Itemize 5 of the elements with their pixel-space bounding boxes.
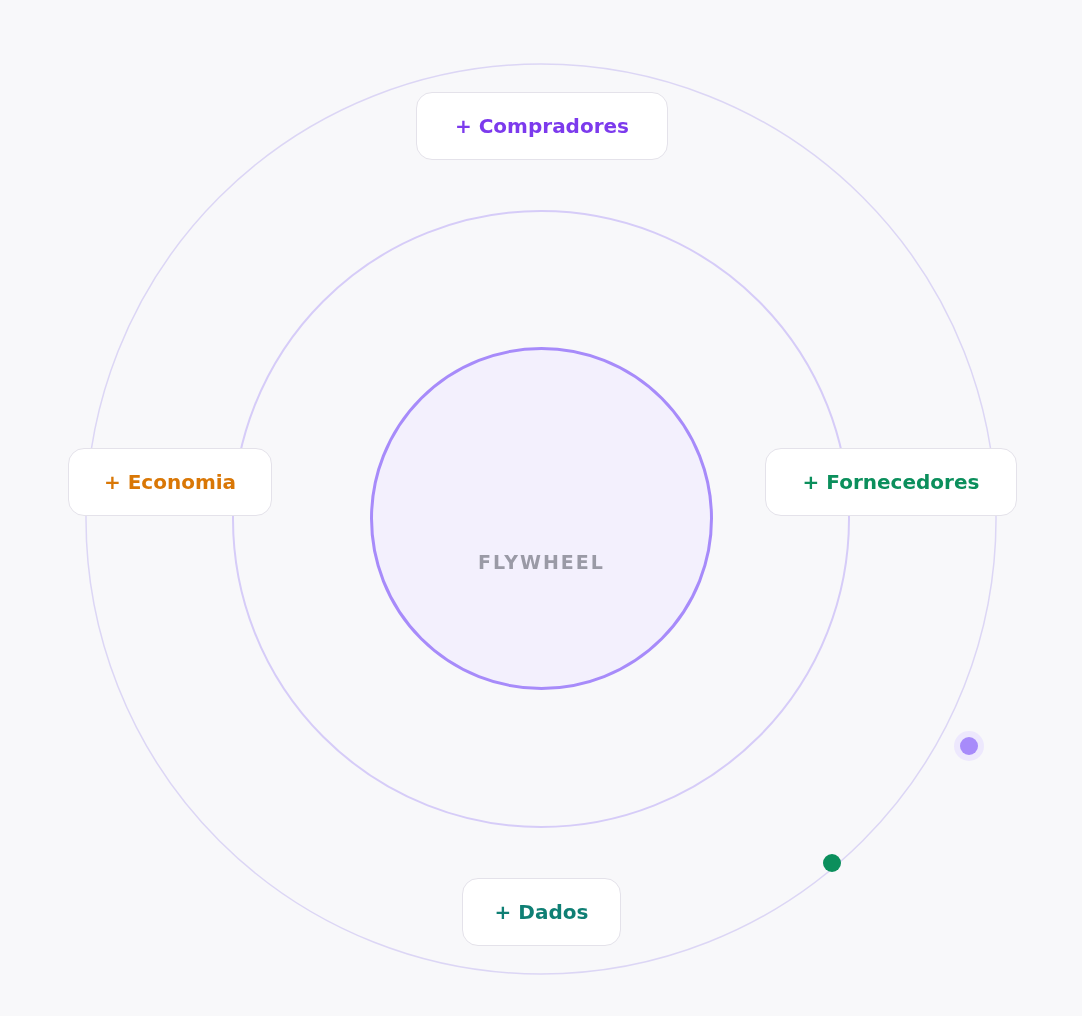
orbit-label-pill: + Compradores (416, 92, 668, 160)
orbit-label-pill: + Fornecedores (765, 448, 1017, 516)
hub-subtitle: FLYWHEEL (478, 550, 605, 573)
orbit-label-pill: + Dados (462, 878, 621, 946)
orbit-label-pill: + Economia (68, 448, 272, 516)
